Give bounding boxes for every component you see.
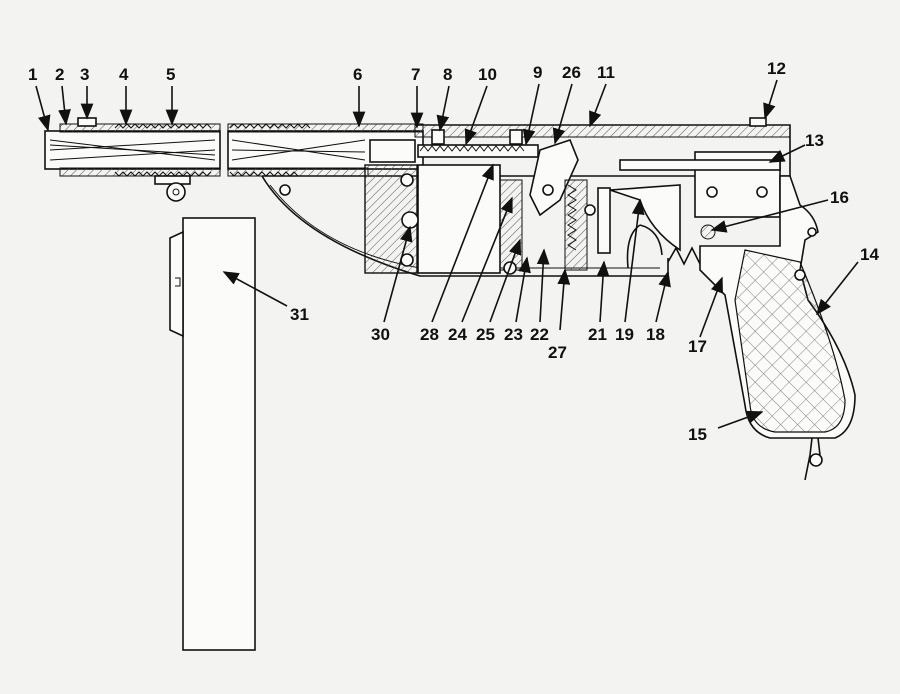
- label-7: 7: [411, 65, 420, 84]
- label-4: 4: [119, 65, 129, 84]
- label-16: 16: [830, 188, 849, 207]
- magazine: [169, 217, 256, 651]
- label-14: 14: [860, 245, 879, 264]
- label-30: 30: [371, 325, 390, 344]
- label-8: 8: [443, 65, 452, 84]
- label-24: 24: [448, 325, 467, 344]
- label-10: 10: [478, 65, 497, 84]
- label-11: 11: [597, 63, 615, 82]
- label-1: 1: [28, 65, 37, 84]
- part-labels: 1 2 3 4 5 6 7 8 10 9 26 11 12 13 16 14 3…: [28, 59, 879, 444]
- label-27: 27: [548, 343, 567, 362]
- label-21: 21: [588, 325, 607, 344]
- label-3: 3: [80, 65, 89, 84]
- barrel-rear: [227, 123, 424, 177]
- label-25: 25: [476, 325, 495, 344]
- label-9: 9: [533, 63, 542, 82]
- label-13: 13: [805, 131, 824, 150]
- label-5: 5: [166, 65, 175, 84]
- label-31: 31: [290, 305, 309, 324]
- label-12: 12: [767, 59, 786, 78]
- label-2: 2: [55, 65, 64, 84]
- label-6: 6: [353, 65, 362, 84]
- label-17: 17: [688, 337, 707, 356]
- recoil-spring-front: [114, 123, 212, 177]
- leader-lines: [35, 79, 859, 429]
- label-15: 15: [688, 425, 707, 444]
- label-23: 23: [504, 325, 523, 344]
- label-22: 22: [530, 325, 549, 344]
- label-26: 26: [562, 63, 581, 82]
- grip: [699, 175, 856, 481]
- label-18: 18: [646, 325, 665, 344]
- label-19: 19: [615, 325, 634, 344]
- barrel-front: [44, 117, 221, 202]
- label-28: 28: [420, 325, 439, 344]
